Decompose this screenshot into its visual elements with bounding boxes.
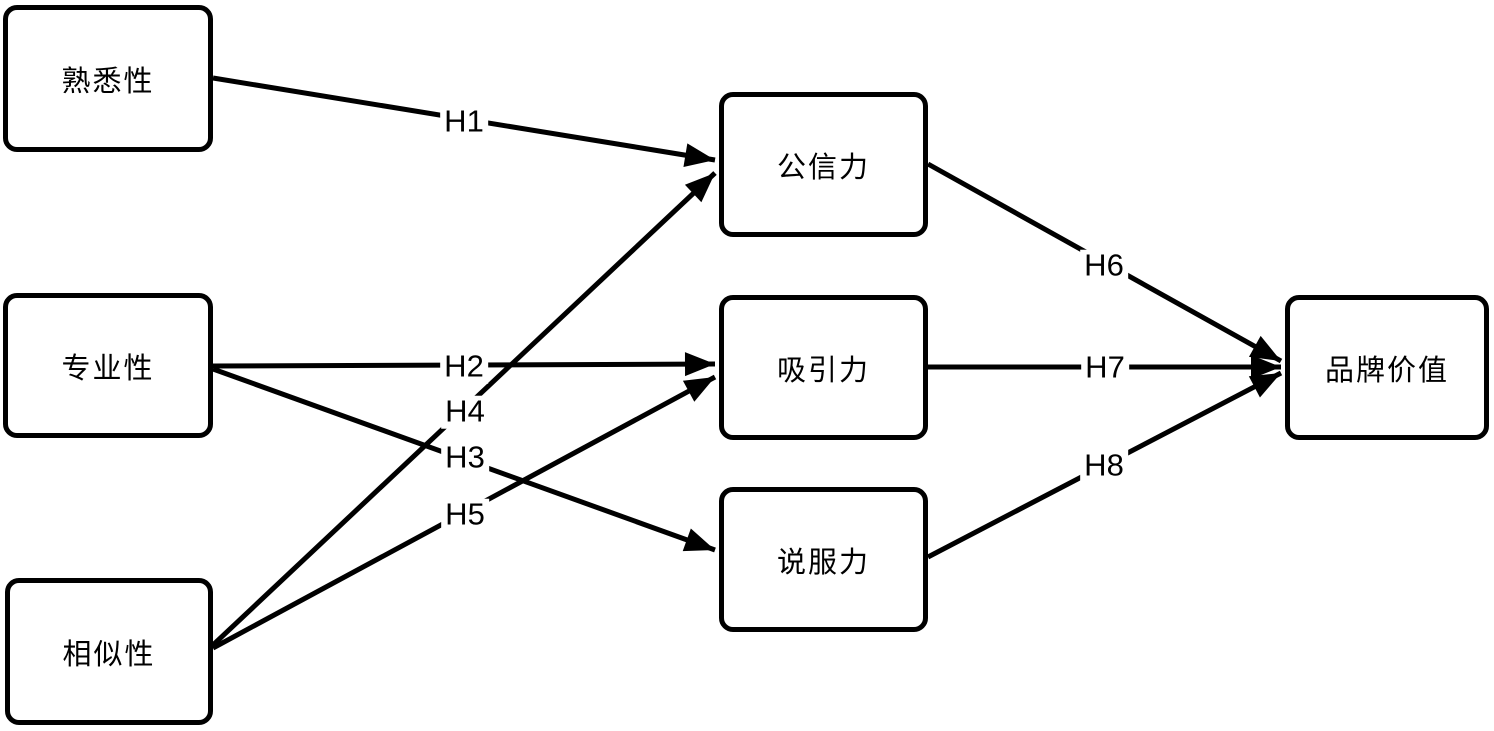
node-similarity: 相似性 [5,578,213,725]
edge-label-H2: H2 [440,350,488,384]
edge-label-H8: H8 [1080,449,1128,483]
node-label-persuasiveness: 说服力 [776,546,870,579]
node-label-familiarity: 熟悉性 [61,65,155,98]
edge-label-H7: H7 [1081,351,1129,385]
node-label-attractiveness: 吸引力 [776,354,870,387]
node-credibility: 公信力 [719,92,928,237]
node-label-credibility: 公信力 [776,151,870,184]
edge-label-H6: H6 [1080,249,1128,283]
node-label-expertise: 专业性 [61,352,155,385]
edge-label-H4: H4 [441,395,489,429]
node-brand-value: 品牌价值 [1285,295,1489,440]
node-familiarity: 熟悉性 [3,5,213,152]
edge-label-H3: H3 [441,441,489,475]
node-label-similarity: 相似性 [62,638,156,671]
node-attractiveness: 吸引力 [719,295,928,440]
node-expertise: 专业性 [3,293,213,438]
edge-label-H5: H5 [441,498,489,532]
node-label-brand-value: 品牌价值 [1324,354,1449,387]
node-persuasiveness: 说服力 [719,487,928,632]
edge-label-H1: H1 [440,105,488,139]
